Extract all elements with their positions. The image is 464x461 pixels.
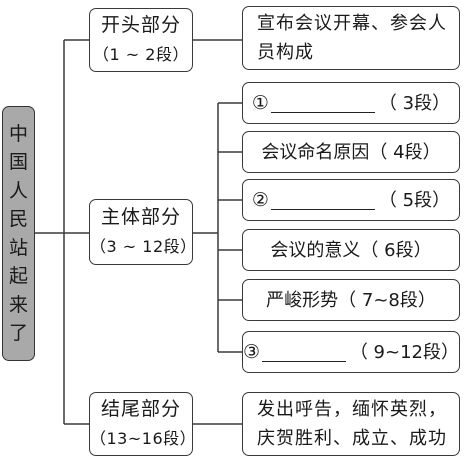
leaf-text: 发出呼告，缅怀英烈，庆贺胜利、成立、成功 bbox=[257, 399, 447, 449]
section-opening: 开头部分 （1 ~ 2段） bbox=[89, 8, 193, 72]
body-item-blank-3: ③ （ 9~12段） bbox=[242, 331, 460, 373]
leaf-text: 会议的意义（ 6段） bbox=[270, 239, 432, 261]
section-title: 主体部分 bbox=[100, 206, 181, 228]
section-paragraphs: （3 ~ 12段） bbox=[90, 237, 197, 256]
body-item-situation: 严峻形势（ 7~8段） bbox=[242, 279, 460, 321]
root-char: 了 bbox=[8, 322, 28, 344]
section-title: 开头部分 bbox=[100, 14, 181, 36]
section-paragraphs: （1 ~ 2段） bbox=[93, 45, 189, 64]
root-char: 中 bbox=[8, 122, 28, 145]
leaf-text: （ 9~12段） bbox=[349, 341, 459, 363]
item-number: ③ bbox=[243, 340, 261, 363]
section-title: 结尾部分 bbox=[100, 398, 181, 420]
body-item-significance: 会议的意义（ 6段） bbox=[242, 229, 460, 271]
body-item-blank-1: ① （ 3段） bbox=[242, 82, 460, 124]
fill-blank-line[interactable] bbox=[270, 93, 375, 113]
section-paragraphs: （13~16段） bbox=[90, 429, 197, 448]
leaf-text: 严峻形势（ 7~8段） bbox=[266, 289, 436, 311]
section-ending: 结尾部分 （13~16段） bbox=[89, 392, 197, 456]
fill-blank-line[interactable] bbox=[270, 190, 375, 210]
leaf-text: （ 3段） bbox=[378, 92, 451, 114]
body-item-blank-2: ② （ 5段） bbox=[242, 179, 460, 221]
root-char: 民 bbox=[8, 208, 28, 230]
root-char: 人 bbox=[8, 179, 28, 202]
root-char: 起 bbox=[8, 265, 28, 287]
leaf-text: （ 5段） bbox=[378, 189, 451, 211]
item-number: ② bbox=[251, 188, 269, 211]
root-char: 国 bbox=[8, 151, 28, 173]
body-item-naming: 会议命名原因（ 4段） bbox=[242, 131, 460, 173]
ending-summary: 发出呼告，缅怀英烈，庆贺胜利、成立、成功 bbox=[242, 392, 460, 456]
root-char: 站 bbox=[8, 236, 28, 259]
root-char: 来 bbox=[8, 293, 28, 316]
section-body: 主体部分 （3 ~ 12段） bbox=[89, 199, 197, 265]
root-title-box: 中 国 人 民 站 起 来 了 bbox=[2, 106, 35, 361]
item-number: ① bbox=[251, 91, 269, 114]
opening-summary: 宣布会议开幕、参会人员构成 bbox=[242, 6, 460, 70]
leaf-text: 会议命名原因（ 4段） bbox=[261, 141, 441, 163]
leaf-text: 宣布会议开幕、参会人员构成 bbox=[257, 13, 447, 63]
fill-blank-line[interactable] bbox=[262, 342, 346, 362]
